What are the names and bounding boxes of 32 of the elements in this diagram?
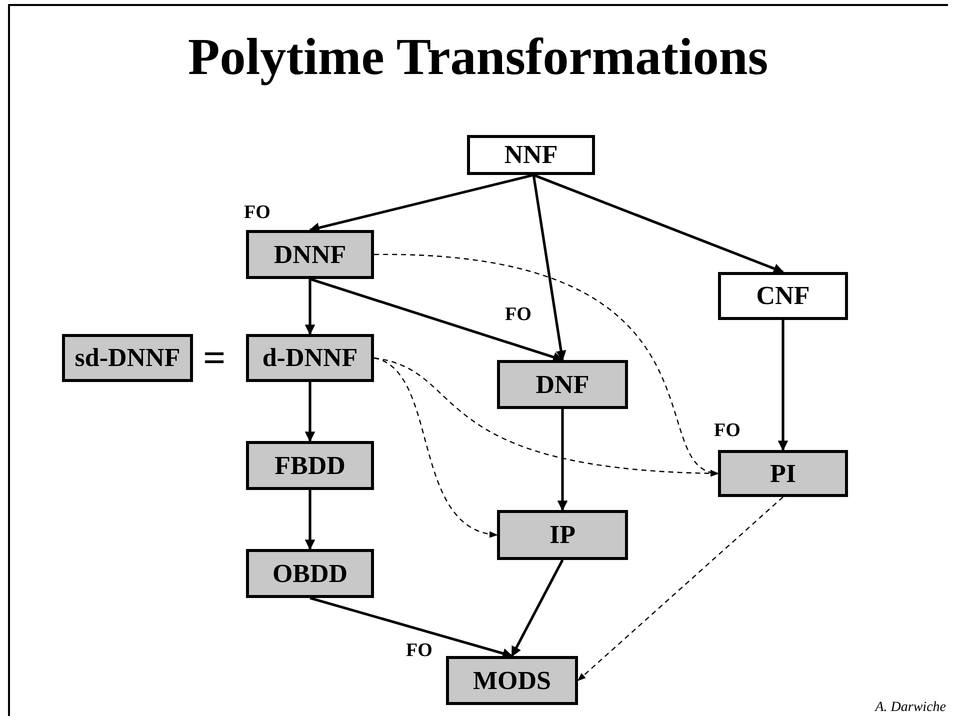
process-box: d-DNNF	[246, 334, 374, 382]
dashed-arrow	[577, 496, 784, 682]
arrow	[310, 278, 564, 362]
node-annotation: FO	[714, 420, 740, 442]
process-box: CNF	[718, 272, 848, 320]
process-box: FBDD	[246, 441, 374, 490]
node-annotation: FO	[505, 304, 532, 326]
arrow	[533, 174, 784, 274]
arrow	[304, 382, 316, 442]
equals-sign: =	[203, 334, 226, 381]
process-box: DNNF	[246, 230, 374, 279]
node-annotation: FO	[406, 640, 432, 662]
arrow	[557, 409, 568, 512]
process-box: OBDD	[246, 549, 374, 598]
process-box: NNF	[467, 135, 595, 175]
node-annotation: FO	[244, 202, 270, 224]
arrow	[304, 490, 316, 550]
process-box: DNF	[497, 360, 628, 409]
title: Polytime Transformations	[186, 28, 770, 87]
dashed-arrow	[374, 357, 498, 537]
arrow	[309, 174, 534, 233]
process-box: MODS	[446, 656, 578, 705]
arrow	[778, 320, 788, 452]
arrow	[310, 596, 513, 658]
arrow	[304, 279, 316, 336]
process-box: PI	[718, 450, 848, 497]
arrow	[532, 174, 566, 362]
process-box: sd-DNNF	[62, 334, 193, 382]
arrow	[510, 559, 564, 657]
dashed-arrow	[374, 357, 719, 477]
author-credit: A. Darwiche	[875, 700, 946, 716]
process-box: IP	[497, 510, 628, 560]
